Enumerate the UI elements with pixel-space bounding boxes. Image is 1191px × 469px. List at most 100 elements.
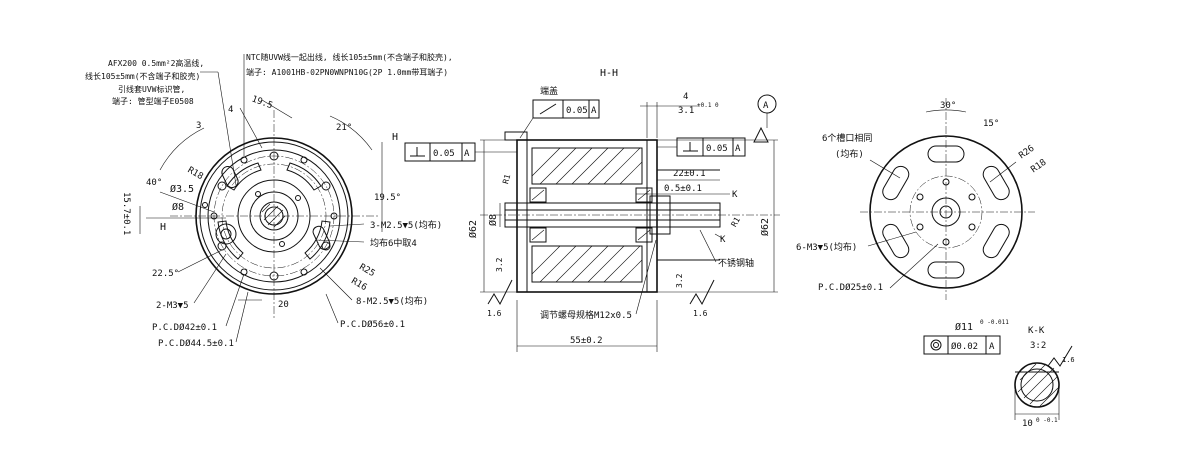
r18-right-label: R18 [1029, 158, 1048, 176]
dim-55: 55±0.2 [570, 336, 603, 346]
bearing-right [635, 187, 653, 203]
section-title: H-H [600, 68, 618, 79]
kk-shaft-section [1014, 362, 1060, 408]
adjust-nut [649, 195, 671, 235]
end-cover-label: 端盖 [540, 85, 558, 97]
tol-left-value: 0.05 [433, 149, 455, 159]
end-cap [504, 131, 528, 141]
r16-label: R16 [349, 276, 368, 293]
r18-label: R18 [186, 165, 205, 182]
dim-22: 22±0.1 [673, 169, 706, 179]
left-hub [237, 179, 311, 253]
concentric-datum: A [989, 342, 995, 352]
r1-left: R1 [501, 173, 512, 185]
m25-8-label: 8-M2.5▼5(均布) [356, 295, 428, 307]
dim-19-5-right: 19.5° [374, 193, 401, 203]
dim-19-5-top: 19.5 [250, 94, 274, 111]
ntc-note: NTC随UVW线一起出线, 线长105±5mm(不含端子和胶壳), 端子: A1… [243, 52, 453, 156]
dim-15-7: 15.7±0.1 [121, 192, 131, 235]
phi-8-label: Ø8 [172, 201, 184, 213]
kk-roughness: 1.6 [1047, 345, 1075, 367]
arc-slot [226, 162, 262, 191]
tol-box-right: 0.05 A [657, 137, 746, 157]
tol-box-top: 0.05 A 端盖 [519, 85, 600, 139]
angle-21: 21° [336, 123, 352, 133]
pcd56-label: P.C.DØ56±0.1 [340, 319, 405, 330]
m3-label: 2-M3▼5 [156, 301, 189, 311]
h-label-left: H [160, 222, 166, 233]
rough-left-value: 1.6 [487, 309, 502, 318]
bolt-holes [202, 151, 338, 281]
shaft-label: 不锈钢轴 [718, 257, 754, 269]
slot-label-2: (均布) [835, 148, 864, 160]
cable-note-line1: AFX200 0.5mm²2高温线, [108, 58, 204, 68]
dim-3-2-right: 3.2 [675, 273, 684, 288]
even-label: 均布6中取4 [370, 237, 417, 249]
left-end-view: 4 19.5 21° 3 R18 Ø3.5 Ø8 40° 15.7±0.1 H … [121, 94, 442, 349]
tol-box-left: 0.05 A [404, 142, 517, 162]
stator-bottom [531, 245, 643, 283]
dim-3-1: 3.1 [678, 106, 694, 116]
angle-22-5: 22.5° [152, 269, 179, 279]
dim-0-5: 0.5±0.1 [664, 184, 702, 194]
right-end-view: 30° 15° 6个槽口相同 (均布) R26 R18 6-M3▼5(均布) P… [796, 98, 1048, 300]
angle-40: 40° [146, 178, 162, 188]
kidney-slots [882, 145, 1010, 279]
roughness-left: 1.6 [487, 279, 513, 318]
housing-outline [516, 139, 658, 293]
dim-20: 20 [278, 300, 289, 310]
cable-note-line4: 端子: 管型端子E0508 [112, 96, 194, 106]
m25-label: 3-M2.5▼5(均布) [370, 219, 442, 231]
h-label-top: H [392, 132, 398, 143]
arc-slot [286, 162, 322, 191]
dim-3-2-left: 3.2 [495, 257, 504, 272]
k-label-bottom: K [720, 235, 726, 245]
datum-a-symbol [753, 126, 769, 143]
tol-right-value: 0.05 [706, 144, 728, 154]
cable-note-line3: 引线套UVW标识管, [118, 84, 185, 94]
nut-label: 调节螺母规格M12x0.5 [540, 309, 632, 321]
bearing-left [529, 187, 547, 203]
arc-slot [217, 220, 244, 260]
cable-note-line2: 线长105±5mm(不含端子和胶壳) [85, 71, 200, 81]
phi11-label: Ø11 [955, 321, 973, 333]
kk-view: Ø11 0 -0.011 Ø0.02 A K-K 3:2 1.6 [923, 319, 1075, 429]
angle-15: 15° [983, 119, 999, 129]
stator-top [531, 147, 643, 185]
m3-holes [916, 178, 976, 246]
dim-10: 10 [1022, 419, 1033, 429]
pcd25-label: P.C.DØ25±0.1 [818, 282, 883, 293]
cable-outlet [215, 223, 237, 245]
section-view-hh: H-H [404, 68, 780, 352]
datum-a-letter: A [763, 101, 769, 111]
phi62-right: Ø62 [759, 218, 771, 236]
dim-3: 3 [196, 121, 201, 131]
roughness-right: 1.6 [689, 279, 715, 318]
pcd44-5-label: P.C.DØ44.5±0.1 [158, 338, 234, 349]
phi8-section: Ø8 [487, 214, 499, 226]
r1-right: R1 [729, 215, 742, 228]
k-label-top: K [732, 190, 738, 200]
m3-right-label: 6-M3▼5(均布) [796, 241, 857, 253]
phi62-left: Ø62 [467, 220, 479, 238]
tol-top-datum: A [591, 106, 597, 116]
ntc-slot [221, 165, 239, 189]
cable-note: AFX200 0.5mm²2高温线, 线长105±5mm(不含端子和胶壳) 引线… [85, 58, 237, 186]
kk-title: K-K [1028, 326, 1045, 336]
r25-label: R25 [357, 262, 376, 279]
kk-rough-value: 1.6 [1062, 356, 1075, 364]
dim-3-1-tol: +0.1 0 [697, 102, 719, 109]
left-outer-circle [195, 137, 353, 295]
concentric-value: Ø0.02 [951, 341, 978, 352]
tol-top-value: 0.05 [566, 106, 588, 116]
r26-label: R26 [1017, 144, 1036, 162]
dim-4-section: 4 [683, 92, 688, 102]
tol-right-datum: A [735, 144, 741, 154]
slot-label-1: 6个槽口相同 [822, 132, 872, 144]
right-outer-circle [869, 135, 1023, 289]
pcd42-label: P.C.DØ42±0.1 [152, 322, 217, 333]
dim-10-tol: 0 -0.1 [1036, 417, 1058, 424]
phi-3-5-label: Ø3.5 [170, 183, 194, 195]
phi11-tol: 0 -0.011 [980, 319, 1009, 326]
